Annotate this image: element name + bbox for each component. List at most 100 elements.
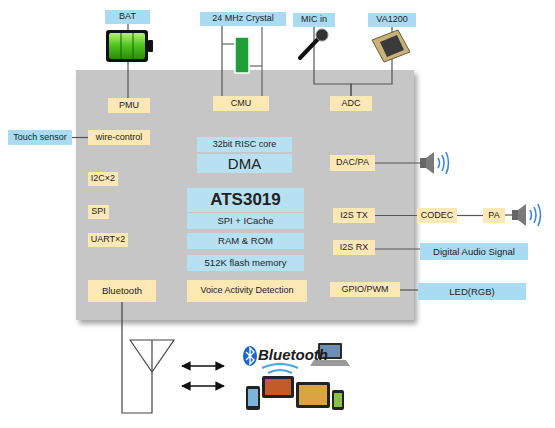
block-box: 512K flash memory xyxy=(187,255,304,271)
speaker-magnet xyxy=(512,210,518,220)
signal-wire xyxy=(127,24,128,98)
block-label: wire-control xyxy=(96,133,143,142)
mic-head xyxy=(316,29,328,41)
block-box: Bluetooth xyxy=(88,280,156,302)
battery-cell-divider xyxy=(133,33,134,59)
block-label: ATS3019 xyxy=(210,191,281,209)
block-label: PMU xyxy=(119,101,139,110)
block-label: 512K flash memory xyxy=(205,258,287,268)
block-box: CMU xyxy=(213,96,269,111)
battery-cell-divider xyxy=(121,33,122,59)
block-box: CODEC xyxy=(417,208,457,223)
block-label: DAC/PA xyxy=(336,158,369,167)
speaker-icon xyxy=(420,152,449,174)
block-label: BAT xyxy=(119,12,136,21)
tablet-display xyxy=(265,379,291,395)
crystal-lead xyxy=(222,43,235,44)
block-label: PA xyxy=(488,211,499,220)
battery-terminal xyxy=(148,40,153,52)
battery-case xyxy=(106,30,148,62)
block-box: SPI + ICache xyxy=(187,213,304,229)
block-box: ADC xyxy=(330,96,372,111)
speaker-cone xyxy=(426,152,434,174)
block-box: PMU xyxy=(108,98,150,113)
block-box: 32bit RISC core xyxy=(197,137,292,152)
block-box: 24 MHz Crystal xyxy=(200,12,286,26)
block-box: I2C×2 xyxy=(88,172,118,186)
antenna-wire xyxy=(122,302,152,413)
block-box: Digital Audio Signal xyxy=(420,243,528,260)
crystal-lead xyxy=(261,27,262,96)
block-box: wire-control xyxy=(88,130,150,145)
signal-wire xyxy=(375,162,420,163)
block-box: BAT xyxy=(105,10,150,24)
block-box: DMA xyxy=(197,154,292,173)
block-label: RAM & ROM xyxy=(218,236,273,246)
signal-wire xyxy=(221,26,222,96)
block-label: CODEC xyxy=(421,211,454,220)
block-label: LED(RGB) xyxy=(449,287,494,297)
block-label: DMA xyxy=(228,156,261,172)
block-box: DAC/PA xyxy=(330,155,375,171)
signal-wire xyxy=(400,289,418,290)
chip-outline: PMU CMU ADC wire-control 32bit RISC coreDMA D… xyxy=(76,70,414,320)
phone xyxy=(246,386,260,410)
block-box: LED(RGB) xyxy=(418,283,526,300)
block-label: Touch sensor xyxy=(13,133,67,142)
chip-body xyxy=(372,30,410,62)
block-label: Digital Audio Signal xyxy=(433,247,515,257)
sound-wave xyxy=(530,210,532,220)
wireless-wave xyxy=(268,370,292,373)
bluetooth-rune xyxy=(246,348,254,364)
double-arrow xyxy=(182,365,224,367)
block-box: UART×2 xyxy=(88,233,128,247)
sound-wave xyxy=(438,158,440,168)
chip-die xyxy=(380,35,404,57)
block-label: I2S TX xyxy=(340,211,367,220)
block-label: Voice Activity Detection xyxy=(200,286,293,295)
crystal-lead xyxy=(249,65,262,66)
signal-wire xyxy=(505,214,512,215)
block-label: 32bit RISC core xyxy=(213,140,277,149)
chip-icon xyxy=(372,30,410,62)
block-label: SPI + ICache xyxy=(217,216,273,226)
block-box: GPIO/PWM xyxy=(330,282,400,297)
block-box: Voice Activity Detection xyxy=(187,280,307,302)
tablet xyxy=(262,376,294,398)
phone-display xyxy=(248,389,258,406)
block-label: GPIO/PWM xyxy=(342,285,389,294)
block-label: UART×2 xyxy=(91,235,126,244)
crystal-body xyxy=(235,37,249,73)
double-arrow xyxy=(182,385,224,387)
block-box: RAM & ROM xyxy=(187,233,304,249)
block-box: ATS3019 xyxy=(187,188,304,212)
antenna-symbol xyxy=(122,302,174,413)
mic-handle xyxy=(300,39,318,58)
block-box: Touch sensor xyxy=(8,130,72,145)
tablet-display xyxy=(299,385,327,405)
wireless-wave xyxy=(262,364,298,368)
speaker-magnet xyxy=(420,158,426,168)
block-label: CMU xyxy=(231,99,252,108)
sound-wave xyxy=(446,152,449,174)
block-label: SPI xyxy=(91,207,106,216)
phone-display xyxy=(334,393,342,407)
block-box: PA xyxy=(483,208,505,223)
antenna-mast xyxy=(151,340,152,372)
sound-wave xyxy=(534,207,536,223)
block-label: I2S RX xyxy=(340,243,369,252)
block-label: I2C×2 xyxy=(91,174,115,183)
block-box: I2S RX xyxy=(333,240,375,255)
microphone-icon xyxy=(300,29,328,58)
sound-wave xyxy=(442,155,444,171)
tablet xyxy=(296,382,330,408)
signal-wire xyxy=(72,137,88,138)
signal-wire xyxy=(351,27,392,96)
antenna-head xyxy=(130,340,174,372)
speaker-cone xyxy=(518,204,526,226)
bluetooth-logo xyxy=(243,346,257,366)
